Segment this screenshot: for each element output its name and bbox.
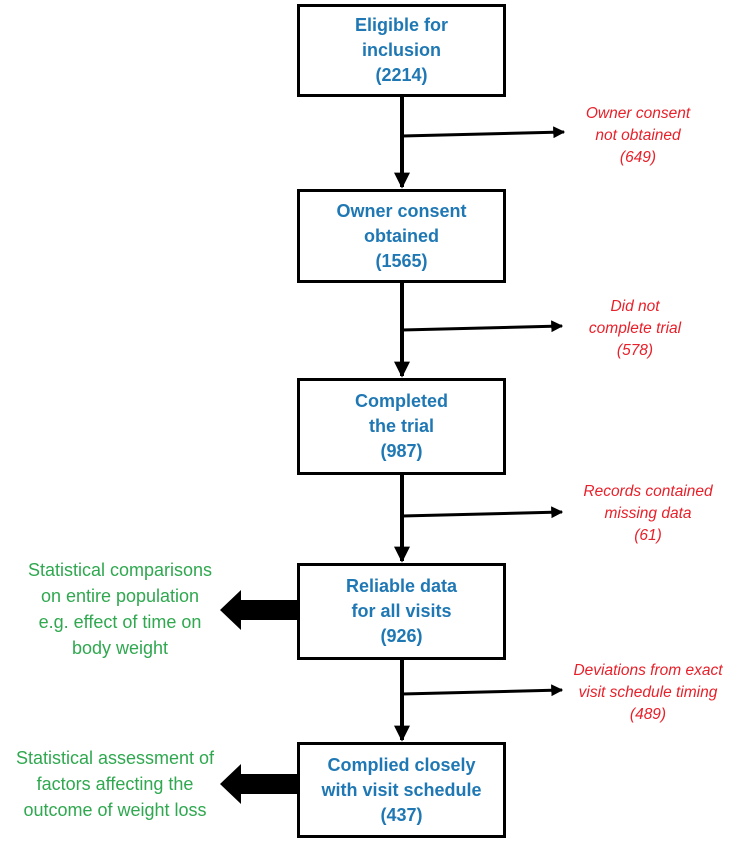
exclusion-line: (489) xyxy=(629,706,667,723)
exclusion-line: Owner consent xyxy=(585,105,691,122)
analysis-line: Statistical assessment of xyxy=(15,748,215,768)
exclusion-arrow xyxy=(401,506,564,519)
flow-box-completed-trial: Completed the trial (987) xyxy=(297,378,506,475)
analysis-line: factors affecting the xyxy=(36,774,194,794)
box-line: Completed xyxy=(354,391,448,411)
exclusion-line: complete trial xyxy=(588,320,682,337)
box-line: obtained xyxy=(364,225,439,246)
exclusion-arrow xyxy=(401,320,564,333)
box-line: the trial xyxy=(368,416,434,436)
box-line: Owner consent xyxy=(336,200,467,221)
exclusion-arrow xyxy=(401,126,566,139)
box-line: inclusion xyxy=(361,40,441,60)
analysis-entire-population: Statistical comparisons on entire popula… xyxy=(6,557,234,661)
box-line: (1565) xyxy=(375,250,428,271)
analysis-line: Statistical comparisons xyxy=(27,560,213,580)
flow-box-reliable-data: Reliable data for all visits (926) xyxy=(297,563,506,660)
box-line: (2214) xyxy=(375,65,428,85)
flow-box-consent-obtained: Owner consent obtained (1565) xyxy=(297,189,506,283)
exclusion-line: Records contained xyxy=(583,483,713,500)
analysis-arrow xyxy=(220,764,297,804)
exclusion-missing-data: Records contained missing data (61) xyxy=(548,481,748,547)
analysis-line: e.g. effect of time on xyxy=(38,612,202,632)
flow-box-complied-schedule: Complied closely with visit schedule (43… xyxy=(297,742,506,838)
exclusion-schedule-deviation: Deviations from exact visit schedule tim… xyxy=(546,660,750,726)
analysis-line: outcome of weight loss xyxy=(23,800,207,820)
exclusion-line: Deviations from exact xyxy=(573,662,723,679)
exclusion-consent-not-obtained: Owner consent not obtained (649) xyxy=(548,103,728,169)
analysis-line: body weight xyxy=(71,638,169,658)
box-line: with visit schedule xyxy=(321,779,482,800)
analysis-line: on entire population xyxy=(40,586,200,606)
analysis-weight-loss-factors: Statistical assessment of factors affect… xyxy=(2,745,228,823)
exclusion-line: (649) xyxy=(619,149,657,166)
exclusion-line: (61) xyxy=(634,527,662,544)
box-line: (926) xyxy=(380,626,423,646)
box-line: (987) xyxy=(380,441,423,461)
flow-box-eligible: Eligible for inclusion (2214) xyxy=(297,4,506,97)
exclusion-line: Did not xyxy=(610,298,660,315)
exclusion-line: not obtained xyxy=(595,127,681,144)
box-line: Reliable data xyxy=(345,576,458,596)
exclusion-line: missing data xyxy=(604,505,692,522)
box-line: (437) xyxy=(380,804,423,825)
exclusion-arrow xyxy=(401,684,564,697)
box-line: for all visits xyxy=(351,601,452,621)
box-line: Complied closely xyxy=(327,754,476,775)
exclusion-line: visit schedule timing xyxy=(578,684,718,701)
box-line: Eligible for xyxy=(354,15,448,35)
analysis-arrow xyxy=(220,590,297,630)
exclusion-did-not-complete: Did not complete trial (578) xyxy=(545,296,725,362)
exclusion-line: (578) xyxy=(616,342,654,359)
